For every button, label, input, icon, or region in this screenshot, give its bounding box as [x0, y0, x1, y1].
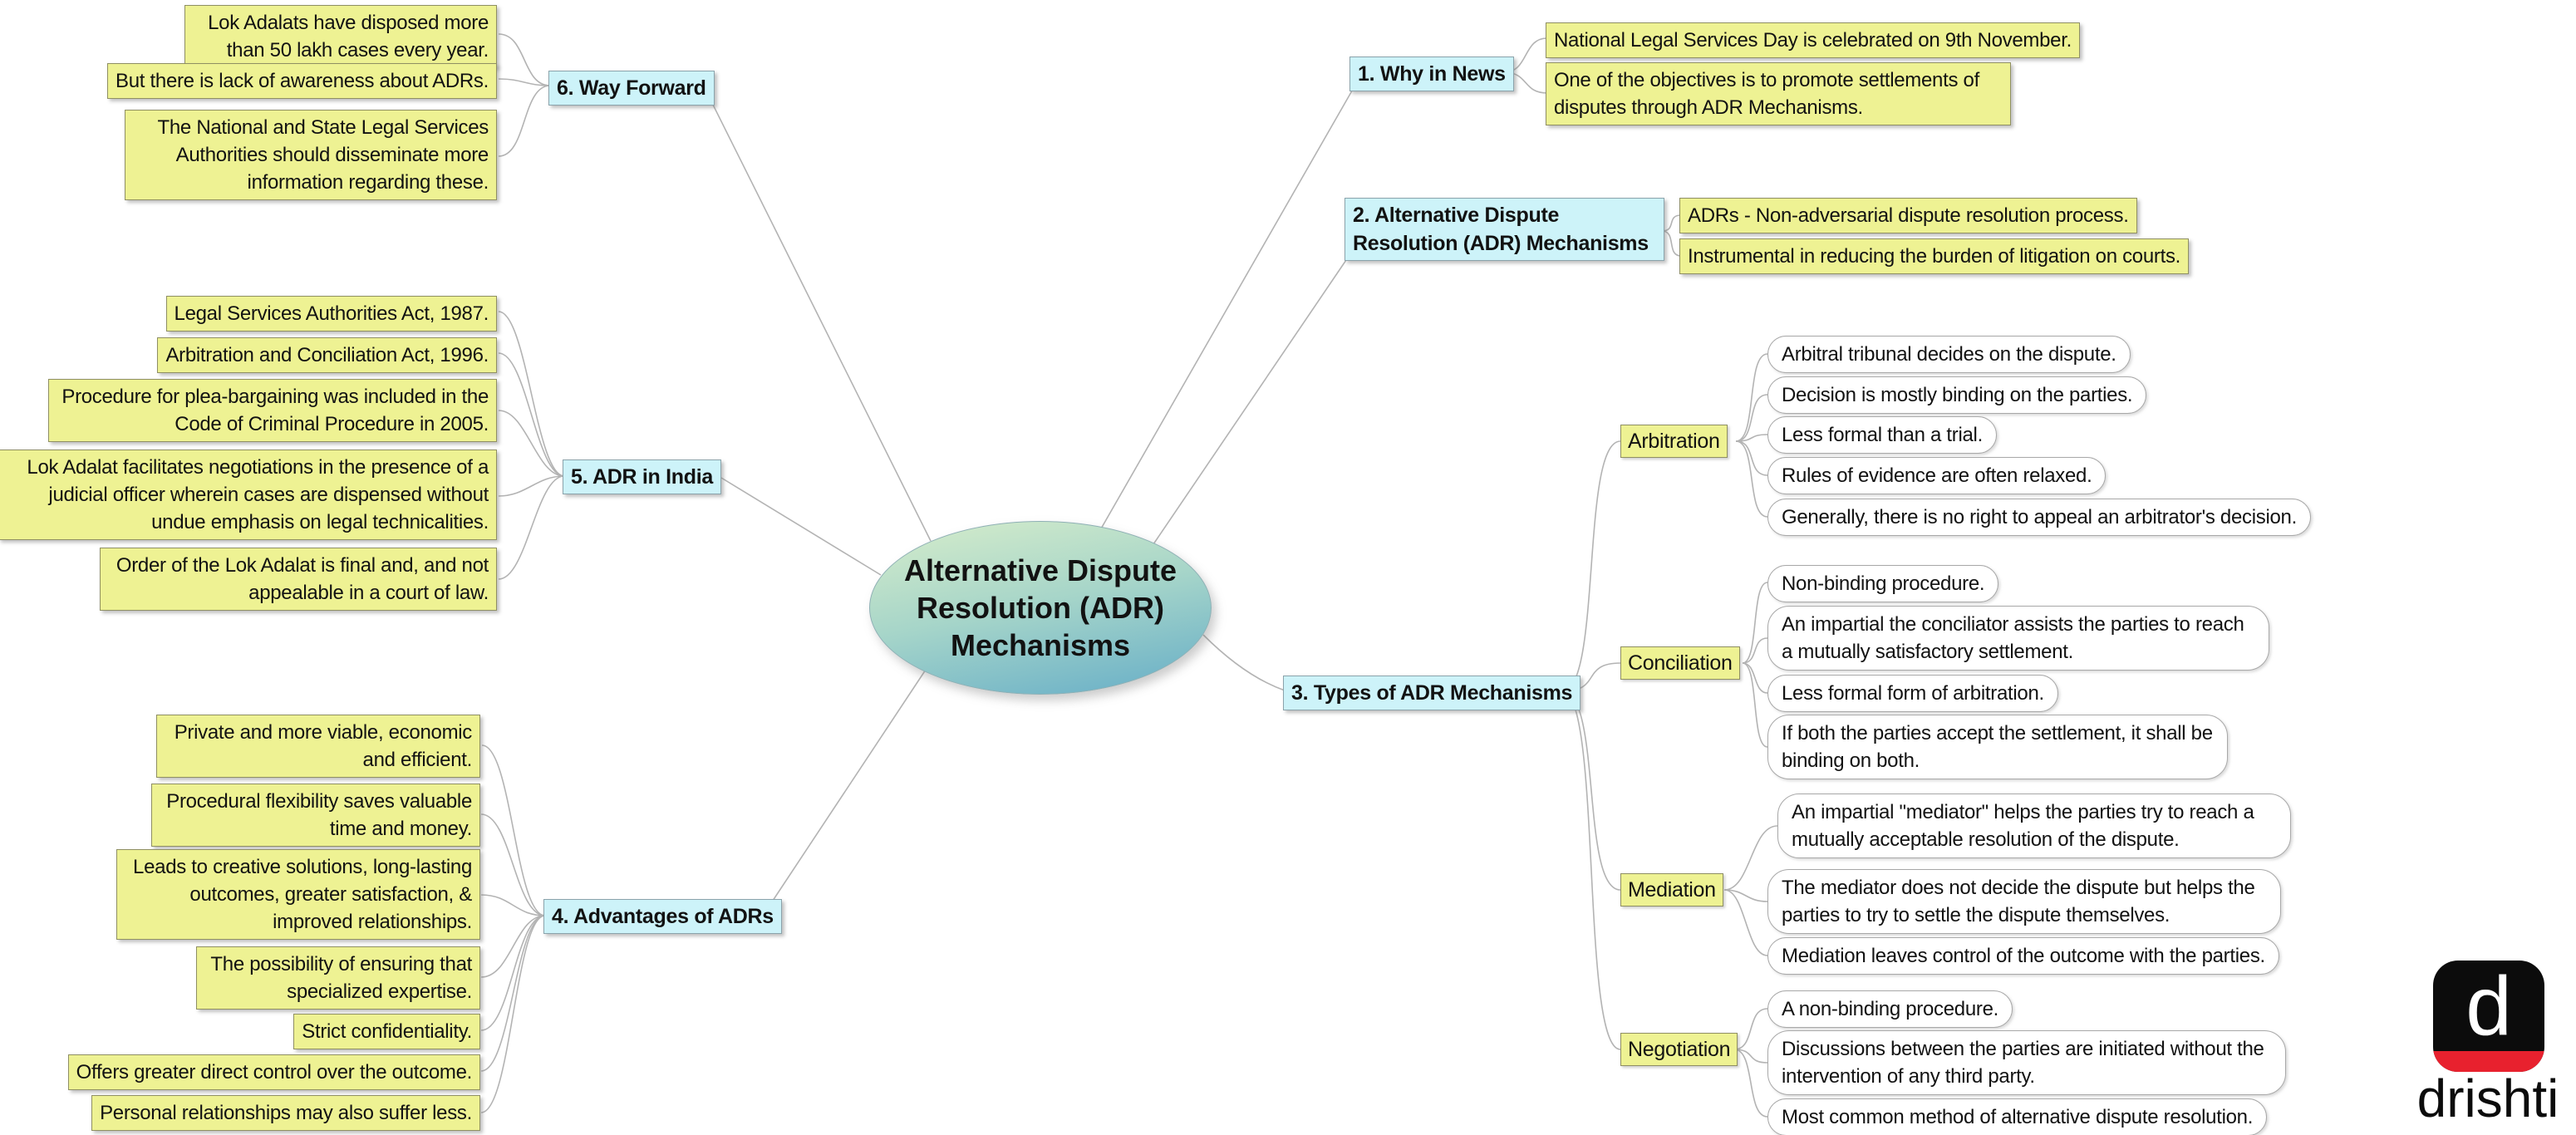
note-advantages-6: Offers greater direct control over the o…	[67, 1054, 480, 1090]
note-advantages-4: The possibility of ensuring that special…	[196, 946, 480, 1010]
bubble-negotiation-2: Discussions between the parties are init…	[1767, 1030, 2286, 1095]
bubble-conciliation-4: If both the parties accept the settlemen…	[1767, 715, 2228, 779]
note-adr-in-india-4: Lok Adalat facilitates negotiations in t…	[0, 450, 497, 540]
drishti-wordmark: drishti	[2416, 1069, 2559, 1128]
branch-advantages: 4. Advantages of ADRs	[543, 899, 782, 934]
bubble-mediation-1: An impartial "mediator" helps the partie…	[1777, 794, 2291, 858]
bubble-negotiation-1: A non-binding procedure.	[1767, 990, 2013, 1028]
branch-adr-mechanisms: 2. Alternative Dispute Resolution (ADR) …	[1345, 198, 1664, 261]
note-adr-in-india-5: Order of the Lok Adalat is final and, an…	[100, 548, 497, 611]
bubble-mediation-3: Mediation leaves control of the outcome …	[1767, 937, 2279, 975]
note-adr-in-india-1: Legal Services Authorities Act, 1987.	[165, 296, 497, 332]
bubble-conciliation-2: An impartial the conciliator assists the…	[1767, 606, 2269, 671]
note-why-in-news-1: National Legal Services Day is celebrate…	[1546, 22, 2080, 58]
note-adr-in-india-2: Arbitration and Conciliation Act, 1996.	[157, 337, 497, 373]
note-way-forward-3: The National and State Legal Services Au…	[125, 110, 497, 200]
note-way-forward-2: But there is lack of awareness about ADR…	[107, 63, 497, 99]
branch-adr-in-india: 5. ADR in India	[563, 459, 721, 494]
branch-way-forward: 6. Way Forward	[548, 71, 715, 106]
type-label-negotiation: Negotiation	[1620, 1033, 1738, 1066]
note-way-forward-1: Lok Adalats have disposed more than 50 l…	[184, 5, 497, 68]
bubble-arbitration-2: Decision is mostly binding on the partie…	[1767, 376, 2147, 414]
drishti-logo-icon: d	[2465, 961, 2512, 1053]
note-advantages-5: Strict confidentiality.	[293, 1014, 480, 1049]
type-label-mediation: Mediation	[1620, 873, 1723, 907]
note-advantages-3: Leads to creative solutions, long-lastin…	[116, 849, 480, 940]
note-advantages-7: Personal relationships may also suffer l…	[91, 1095, 480, 1131]
note-adr-mechanisms-1: ADRs - Non-adversarial dispute resolutio…	[1679, 198, 2137, 233]
bubble-conciliation-1: Non-binding procedure.	[1767, 565, 1999, 602]
type-label-conciliation: Conciliation	[1620, 646, 1740, 680]
drishti-logo-red-band	[2433, 1051, 2544, 1072]
bubble-conciliation-3: Less formal form of arbitration.	[1767, 675, 2058, 712]
bubble-arbitration-3: Less formal than a trial.	[1767, 416, 1997, 454]
note-advantages-1: Private and more viable, economic and ef…	[156, 715, 480, 778]
note-adr-mechanisms-2: Instrumental in reducing the burden of l…	[1679, 238, 2190, 274]
note-advantages-2: Procedural flexibility saves valuable ti…	[151, 784, 480, 847]
bubble-negotiation-3: Most common method of alternative disput…	[1767, 1098, 2268, 1135]
drishti-logo: d	[2433, 961, 2544, 1072]
branch-types: 3. Types of ADR Mechanisms	[1283, 676, 1581, 710]
note-adr-in-india-3: Procedure for plea-bargaining was includ…	[48, 379, 497, 442]
central-topic: Alternative Dispute Resolution (ADR) Mec…	[869, 521, 1212, 695]
type-label-arbitration: Arbitration	[1620, 425, 1728, 458]
branch-why-in-news: 1. Why in News	[1349, 57, 1514, 91]
bubble-arbitration-4: Rules of evidence are often relaxed.	[1767, 457, 2107, 494]
bubble-arbitration-1: Arbitral tribunal decides on the dispute…	[1767, 336, 2131, 373]
note-why-in-news-2: One of the objectives is to promote sett…	[1546, 62, 2011, 125]
bubble-arbitration-5: Generally, there is no right to appeal a…	[1767, 499, 2311, 536]
bubble-mediation-2: The mediator does not decide the dispute…	[1767, 869, 2281, 934]
